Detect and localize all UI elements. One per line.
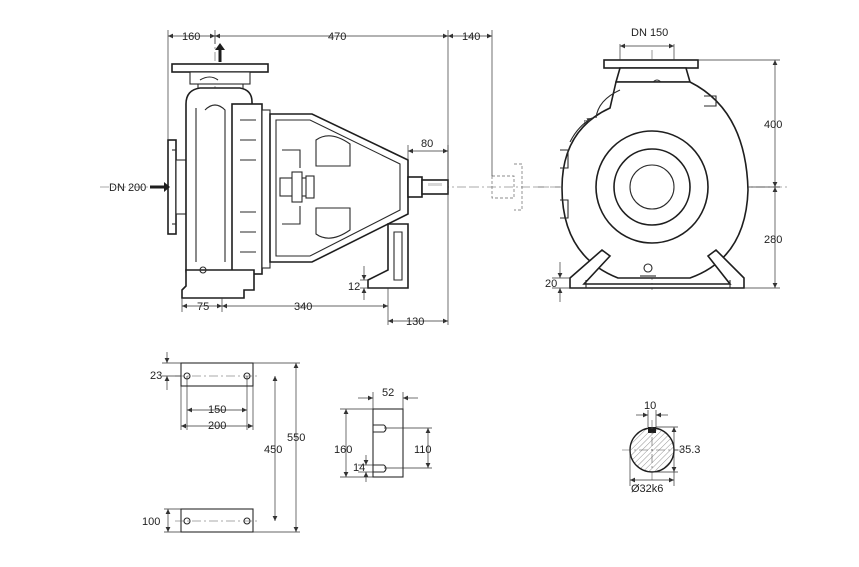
dim-12: 12 [348,281,360,293]
dim-280: 280 [764,234,782,246]
pump-side-view: DN 200 [100,35,560,299]
dim-550: 550 [287,432,305,444]
foundation-plates-view: 23 150 200 450 550 100 [142,352,305,533]
dim-140: 140 [462,31,480,43]
dim-340: 340 [294,301,312,313]
dim-75: 75 [197,301,209,313]
dim-20: 20 [545,278,557,290]
dim-110: 110 [414,444,432,456]
dim-200: 200 [208,420,226,432]
plate-side-detail: 52 160 110 14 [334,387,432,482]
dim-450: 450 [264,444,282,456]
dim-160-top: 160 [182,31,200,43]
dim-150: 150 [208,404,226,416]
shaft-diameter-label: Ø32k6 [631,483,663,495]
dim-52: 52 [382,387,394,399]
dim-14: 14 [353,462,365,474]
dim-400: 400 [764,119,782,131]
dim-10: 10 [644,400,656,412]
dim-23: 23 [150,370,162,382]
dim-35-3: 35.3 [679,444,700,456]
side-view-dimensions: 160 470 140 80 12 75 340 130 [167,30,493,328]
dim-80: 80 [421,138,433,150]
dim-100: 100 [142,516,160,528]
pump-front-view: n DN 150 [535,27,790,290]
svg-text:n: n [584,119,588,126]
dim-130: 130 [406,316,424,328]
dn150-label: DN 150 [631,27,668,39]
dim-470: 470 [328,31,346,43]
dn200-label: DN 200 [109,182,146,194]
shaft-end-section: 10 35.3 Ø32k6 [622,400,700,495]
dim-160-side: 160 [334,444,352,456]
front-view-dimensions: 400 280 20 [545,59,782,302]
